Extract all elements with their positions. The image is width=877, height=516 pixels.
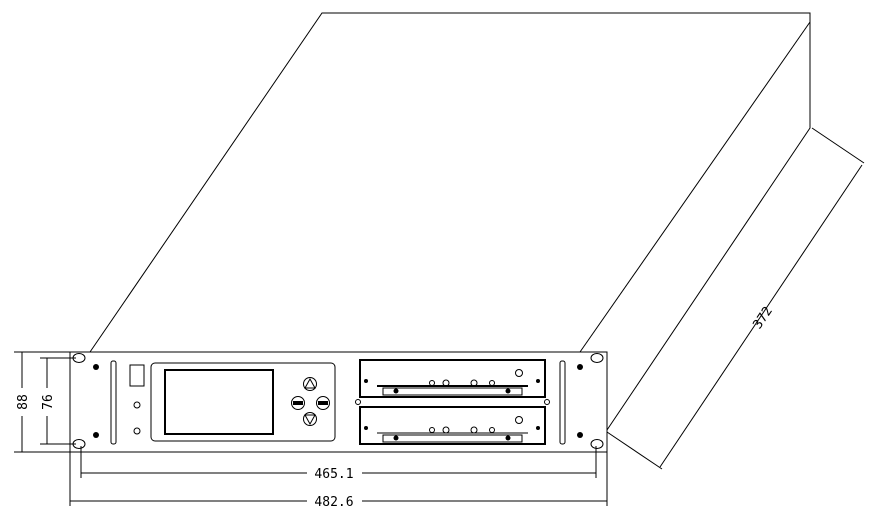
front-panel [69,351,608,453]
display-screen [164,369,274,435]
height-label: 88 [16,394,31,410]
indicator-led [133,401,141,409]
depth-label: 372 [750,304,776,332]
depth-dimension: 372 [606,127,865,470]
indicator-led [133,427,141,435]
right-button-icon [316,396,330,410]
power-switch [129,364,145,387]
hole-spacing-horizontal-label: 465.1 [314,467,353,482]
display-bezel [150,362,336,442]
down-button-icon [303,412,317,426]
height-dimension: 88 [14,351,70,453]
up-button-icon [303,377,317,391]
hole-spacing-horizontal-dimension: 465.1 [80,446,597,482]
keypad [291,377,330,426]
hole-spacing-vertical-label: 76 [41,394,56,410]
module-bottom [359,406,546,445]
module-top [359,359,546,398]
left-handle [110,360,117,445]
hole-spacing-vertical-dimension: 76 [40,357,76,445]
right-handle [559,360,566,445]
panel-screws [93,364,583,438]
mounting-holes [72,353,604,449]
panel-width-label: 482.6 [314,495,353,510]
left-button-icon [291,396,305,410]
chassis-outline [89,12,811,431]
panel-width-dimension: 482.6 [69,452,608,510]
